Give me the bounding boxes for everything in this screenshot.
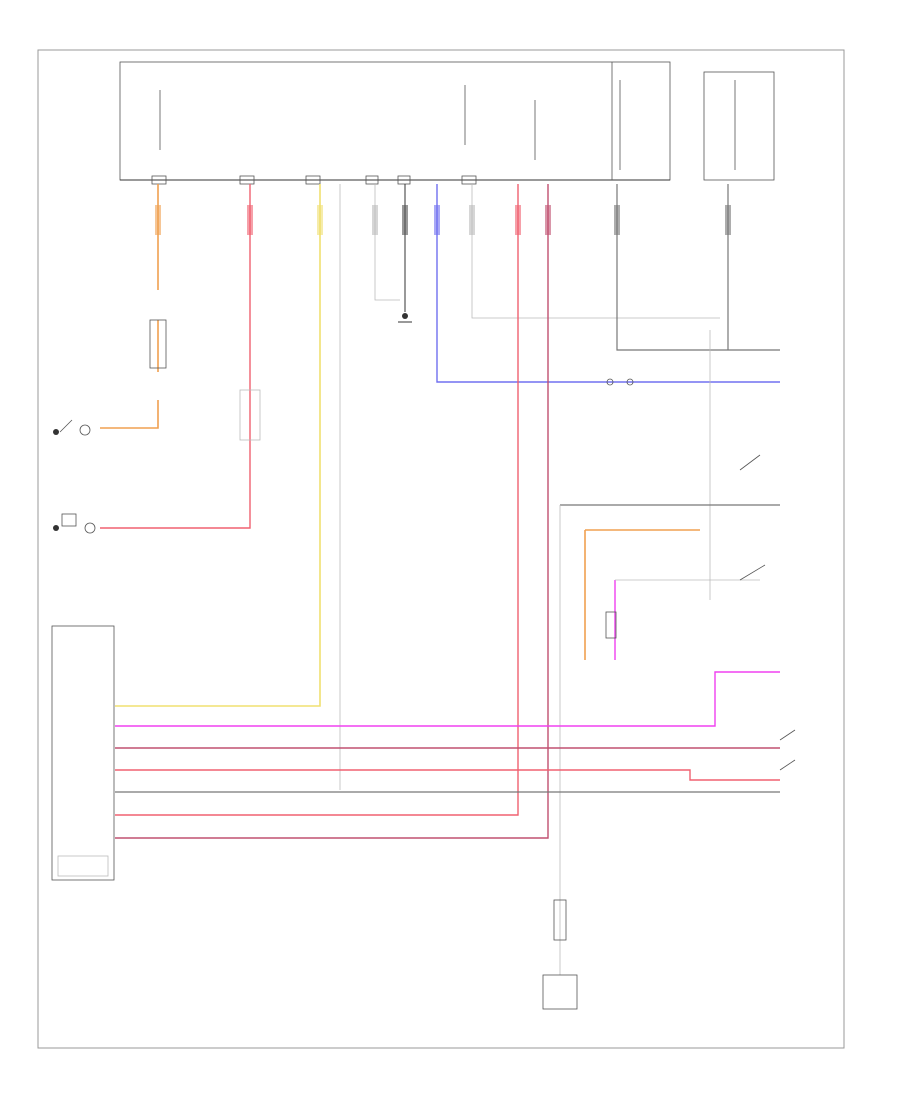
wire-red-3 — [115, 769, 780, 781]
wire-crimson — [115, 184, 549, 839]
dimmer-switch — [739, 454, 766, 581]
wire-stubs — [155, 205, 731, 235]
main-control-box — [542, 974, 578, 1010]
meter-module-box — [51, 625, 115, 881]
wire-red-1 — [100, 184, 251, 529]
frame-border — [37, 49, 845, 1049]
wire-pink — [115, 671, 780, 727]
top-module-box — [119, 61, 671, 181]
wire-dark-1 — [616, 184, 780, 351]
top-right-module-box — [703, 71, 775, 181]
left-door-switch — [53, 419, 91, 436]
resistor — [605, 611, 617, 639]
door-lock-switch — [779, 729, 796, 771]
connector-pins — [151, 175, 477, 185]
wire-blue — [436, 184, 600, 383]
right-door-switch — [53, 513, 96, 534]
wire-red-2 — [115, 184, 519, 816]
wire-yellow — [115, 184, 321, 707]
